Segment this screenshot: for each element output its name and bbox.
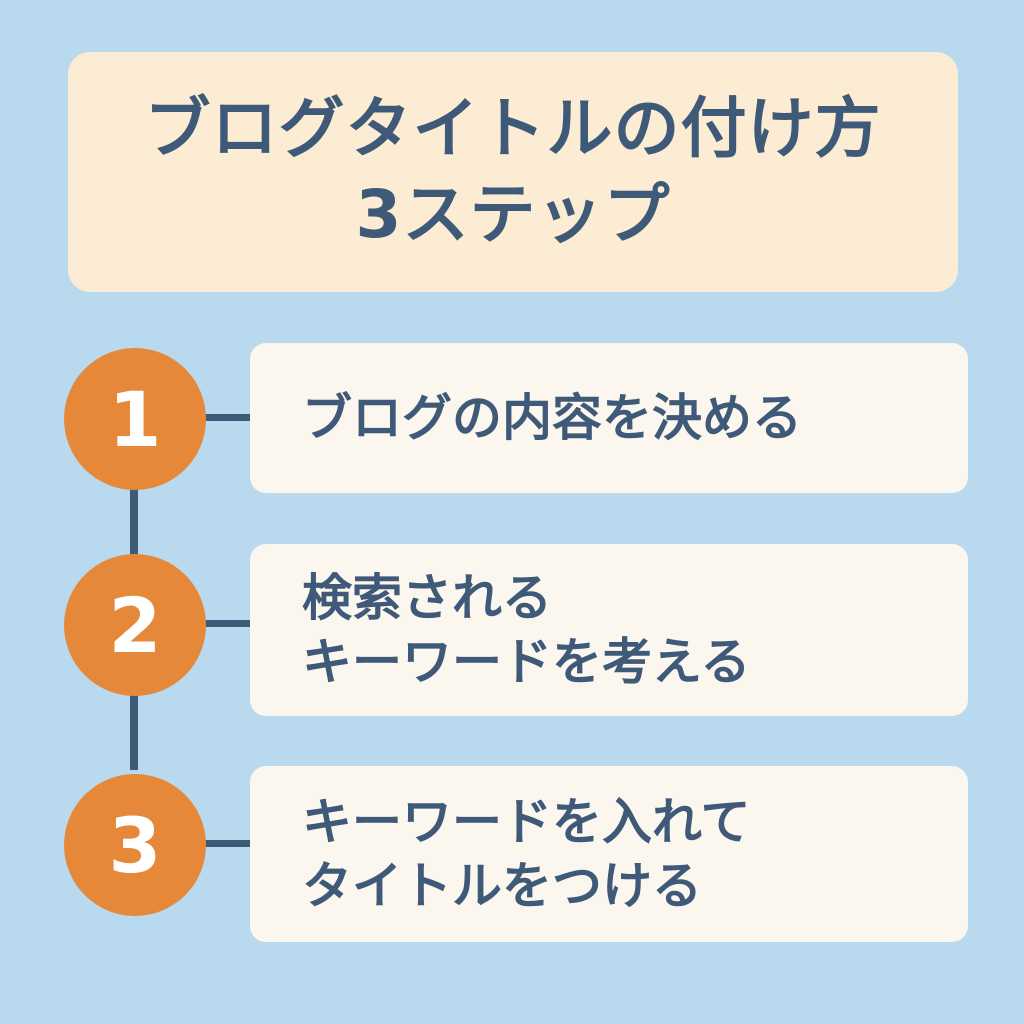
step-1-connector bbox=[200, 414, 254, 421]
step-2-text-line-1: 検索される bbox=[302, 569, 552, 627]
title-box: ブログタイトルの付け方 3ステップ bbox=[68, 52, 958, 292]
connector-line-1-2 bbox=[130, 485, 138, 560]
step-3-connector bbox=[200, 840, 254, 847]
step-1-card: ブログの内容を決める bbox=[250, 343, 968, 493]
step-3-number-badge: 3 bbox=[64, 774, 206, 916]
title-line-1: ブログタイトルの付け方 bbox=[144, 90, 882, 167]
step-3-card: キーワードを入れて タイトルをつける bbox=[250, 766, 968, 942]
title-line-2: 3ステップ bbox=[355, 176, 671, 253]
step-3-text-line-2: タイトルをつける bbox=[302, 857, 702, 915]
step-1-text-line-1: ブログの内容を決める bbox=[302, 389, 802, 447]
step-2-text-line-2: キーワードを考える bbox=[302, 633, 751, 691]
step-2-card: 検索される キーワードを考える bbox=[250, 544, 968, 716]
connector-line-2-3 bbox=[130, 690, 138, 770]
step-2-number: 2 bbox=[108, 580, 162, 670]
step-3-number: 3 bbox=[108, 800, 162, 890]
step-1-number-badge: 1 bbox=[64, 348, 206, 490]
step-2-connector bbox=[200, 620, 254, 627]
step-3-text-line-1: キーワードを入れて bbox=[302, 793, 751, 851]
step-2-number-badge: 2 bbox=[64, 554, 206, 696]
step-1-number: 1 bbox=[108, 374, 162, 464]
